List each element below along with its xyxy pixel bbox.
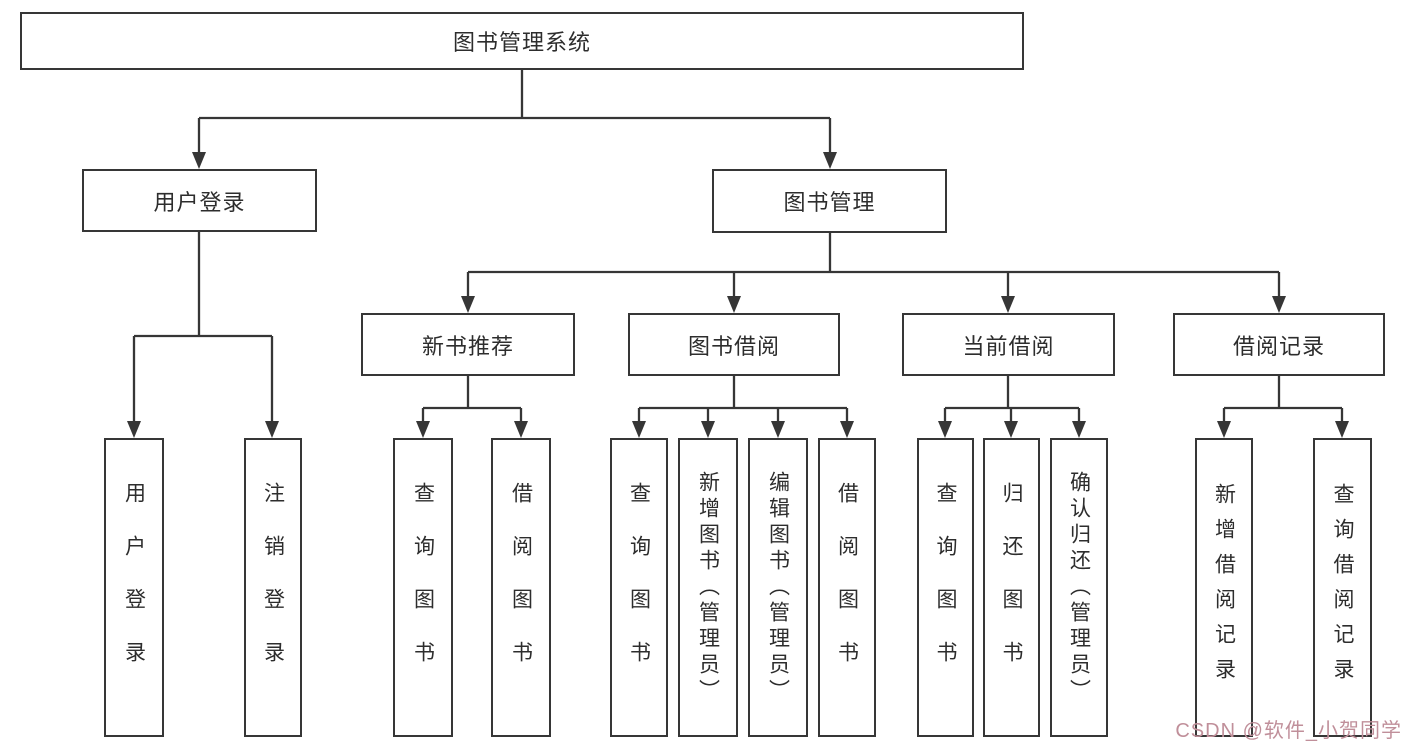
- leaf-query-books-borrowing-label: 查询图书: [627, 481, 651, 694]
- watermark: CSDN @软件_小贺同学: [1175, 720, 1402, 742]
- node-book-borrowing: 图书借阅: [628, 313, 840, 376]
- node-book-management: 图书管理: [712, 169, 947, 233]
- node-borrow-records: 借阅记录: [1173, 313, 1385, 376]
- leaf-add-borrow-record: 新增借阅记录: [1195, 438, 1253, 737]
- leaf-borrow-books-recommend: 借阅图书: [491, 438, 551, 737]
- leaf-logout: 注销登录: [244, 438, 302, 737]
- node-user-login-label: 用户登录: [153, 189, 246, 215]
- leaf-borrow-books: 借阅图书: [818, 438, 876, 737]
- leaf-confirm-return-admin-label: 确认归还（管理员）: [1067, 470, 1091, 705]
- leaf-query-books-borrowing: 查询图书: [610, 438, 668, 737]
- leaf-confirm-return-admin: 确认归还（管理员）: [1050, 438, 1108, 737]
- node-new-book-recommend: 新书推荐: [361, 313, 575, 376]
- node-current-borrowing: 当前借阅: [902, 313, 1115, 376]
- leaf-borrow-books-label: 借阅图书: [835, 481, 859, 694]
- arrowheads: [127, 152, 1349, 438]
- leaf-query-books-recommend: 查询图书: [393, 438, 453, 737]
- leaf-add-borrow-record-label: 新增借阅记录: [1212, 482, 1236, 693]
- leaf-user-login-label: 用户登录: [122, 481, 146, 694]
- node-root: 图书管理系统: [20, 12, 1024, 70]
- leaf-query-books-current: 查询图书: [917, 438, 974, 737]
- leaf-edit-book-admin: 编辑图书（管理员）: [748, 438, 808, 737]
- leaf-user-login: 用户登录: [104, 438, 164, 737]
- leaf-add-book-admin-label: 新增图书（管理员）: [696, 470, 720, 705]
- leaf-logout-label: 注销登录: [261, 481, 285, 694]
- node-book-management-label: 图书管理: [783, 190, 876, 215]
- node-borrow-records-label: 借阅记录: [1232, 333, 1325, 359]
- leaf-add-book-admin: 新增图书（管理员）: [678, 438, 738, 737]
- node-book-borrowing-label: 图书借阅: [687, 333, 780, 359]
- leaf-return-books-label: 归还图书: [1000, 481, 1023, 694]
- leaf-query-borrow-record: 查询借阅记录: [1313, 438, 1372, 737]
- leaf-edit-book-admin-label: 编辑图书（管理员）: [766, 470, 790, 705]
- node-root-label: 图书管理系统: [452, 30, 591, 55]
- leaf-borrow-books-recommend-label: 借阅图书: [509, 481, 533, 694]
- node-current-borrowing-label: 当前借阅: [962, 333, 1055, 359]
- node-user-login: 用户登录: [82, 169, 317, 232]
- leaf-query-books-recommend-label: 查询图书: [411, 481, 435, 694]
- node-new-book-recommend-label: 新书推荐: [421, 333, 514, 359]
- leaf-query-books-current-label: 查询图书: [934, 481, 957, 694]
- leaf-query-borrow-record-label: 查询借阅记录: [1331, 482, 1354, 693]
- leaf-return-books: 归还图书: [983, 438, 1040, 737]
